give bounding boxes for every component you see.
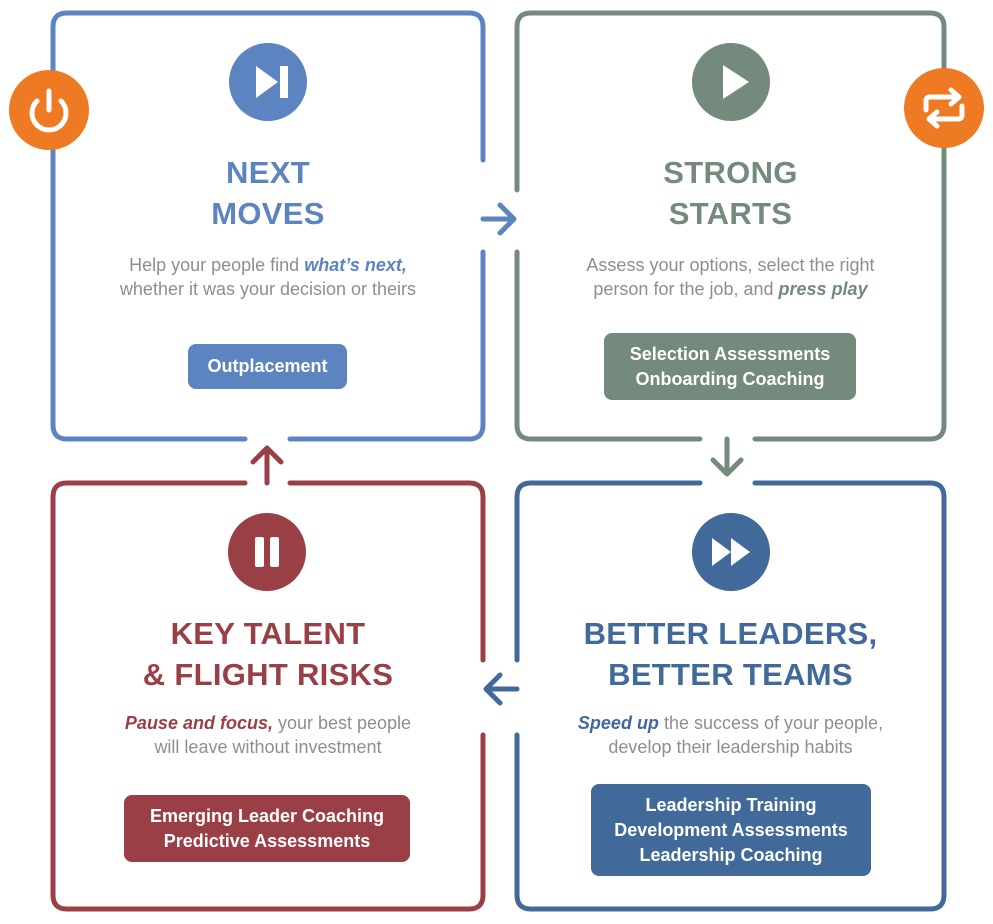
strong-starts-services: Selection Assessments Onboarding Coachin… — [604, 333, 856, 400]
better-leaders-frame — [514, 480, 947, 912]
next-moves-title: NEXT MOVES — [211, 155, 325, 231]
play-icon — [723, 65, 749, 99]
better-leaders-title: BETTER LEADERS, BETTER TEAMS — [583, 616, 878, 692]
better-leaders-panel: BETTER LEADERS, BETTER TEAMS Speed up th… — [517, 483, 944, 909]
key-talent-title: KEY TALENT & FLIGHT RISKS — [142, 616, 394, 692]
arrow-to-strong-starts — [480, 202, 517, 236]
service-item: Onboarding Coaching — [635, 368, 825, 389]
service-item: Predictive Assessments — [163, 830, 371, 851]
better-leaders-services: Leadership Training Development Assessme… — [591, 784, 871, 876]
power-badge — [9, 70, 89, 150]
strong-starts-description: Assess your options, select the right pe… — [586, 255, 875, 299]
key-talent-panel: KEY TALENT & FLIGHT RISKS Pause and focu… — [53, 483, 483, 909]
power-icon — [29, 88, 69, 133]
next-moves-frame — [50, 10, 486, 442]
next-moves-panel: NEXT MOVES Help your people find what’s … — [53, 13, 483, 439]
fast-forward-icon — [712, 538, 750, 566]
strong-starts-panel: STRONG STARTS Assess your options, selec… — [517, 13, 944, 439]
arrow-to-next-moves — [250, 445, 284, 486]
service-item: Leadership Training — [645, 794, 817, 815]
strong-starts-frame — [514, 10, 947, 442]
service-item: Emerging Leader Coaching — [149, 805, 385, 826]
arrow-to-better-leaders — [710, 436, 744, 477]
key-talent-services: Emerging Leader Coaching Predictive Asse… — [124, 795, 410, 862]
better-leaders-icon-circle — [692, 513, 770, 591]
skip-next-icon — [256, 66, 288, 98]
better-leaders-description: Speed up the success of your people, dev… — [577, 713, 884, 757]
repeat-badge — [904, 68, 984, 148]
pause-icon — [255, 537, 279, 567]
next-moves-services: Outplacement — [188, 344, 347, 389]
service-item: Outplacement — [207, 356, 328, 376]
strong-starts-icon-circle — [692, 43, 770, 121]
key-talent-frame — [50, 480, 486, 912]
strong-starts-title: STRONG STARTS — [663, 155, 798, 231]
arrow-to-key-talent — [483, 672, 520, 706]
key-talent-description: Pause and focus, your best people will l… — [124, 713, 412, 757]
service-item: Selection Assessments — [629, 343, 831, 364]
next-moves-icon-circle — [229, 43, 307, 121]
key-talent-icon-circle — [228, 513, 306, 591]
service-item: Leadership Coaching — [639, 844, 823, 865]
next-moves-description: Help your people find what’s next, wheth… — [119, 255, 417, 299]
repeat-icon — [923, 87, 965, 129]
service-item: Development Assessments — [614, 819, 848, 840]
